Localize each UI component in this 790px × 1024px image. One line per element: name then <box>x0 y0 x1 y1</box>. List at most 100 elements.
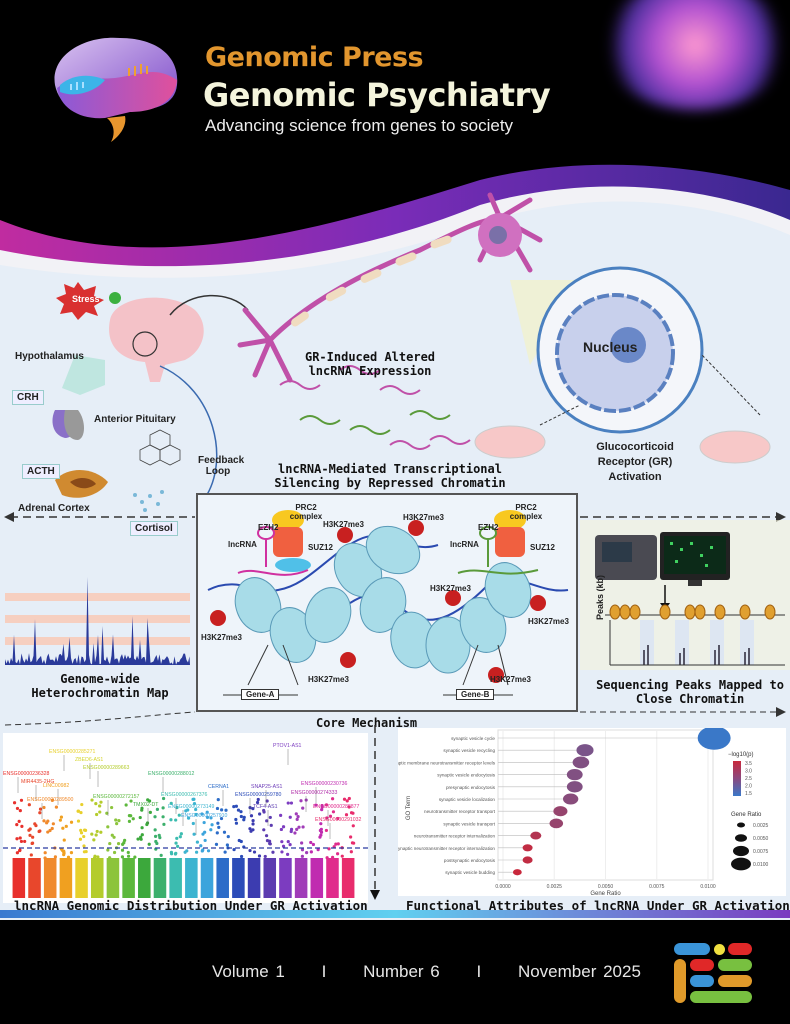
data-point <box>42 819 46 823</box>
gene-label: MIR4435-2HG <box>21 779 54 785</box>
data-point <box>148 810 152 814</box>
data-point <box>194 807 198 812</box>
feedback-loop-label: Feedback Loop <box>198 455 245 477</box>
lollipop-point <box>572 756 590 769</box>
data-point <box>267 839 272 843</box>
lollipop-point <box>553 806 568 817</box>
data-point <box>203 838 207 843</box>
data-point <box>161 806 165 810</box>
data-point <box>220 808 224 812</box>
data-point <box>265 819 269 823</box>
lncrna-right-label: lncRNA <box>450 540 479 549</box>
data-point <box>249 814 254 818</box>
separator: I <box>321 962 327 981</box>
prc2-right-label: PRC2 complex <box>509 503 543 521</box>
data-point <box>320 805 324 809</box>
data-point <box>239 814 243 819</box>
color-legend-title: −log10(p) <box>728 752 754 758</box>
prc2-complex-right-icon <box>494 510 526 557</box>
go-term-label: neurotransmitter receptor internalizatio… <box>414 834 496 839</box>
data-point <box>59 815 64 819</box>
go-term-label: postsynaptic neurotransmitter receptor i… <box>398 846 495 851</box>
data-point <box>319 822 323 826</box>
size-legend-title: Gene Ratio <box>731 812 762 818</box>
data-point <box>288 843 292 847</box>
data-point <box>325 856 329 860</box>
data-point <box>305 851 309 855</box>
data-point <box>174 841 178 845</box>
chromosome-column <box>294 858 308 898</box>
data-point <box>185 849 189 853</box>
dashed-divider-arrows <box>4 512 786 522</box>
chromosome-column <box>75 858 88 898</box>
gene-label: ENSG00000272157 <box>93 794 140 800</box>
chromosome-column <box>200 858 214 898</box>
data-point <box>252 850 257 854</box>
suz12-right-label: SUZ12 <box>530 543 555 552</box>
data-point <box>50 798 54 802</box>
data-point <box>268 815 272 820</box>
gene-label: ENSG00000288012 <box>148 771 195 777</box>
data-point <box>46 819 50 823</box>
data-point <box>82 844 86 848</box>
data-point <box>210 823 214 827</box>
data-point <box>336 842 340 846</box>
data-point <box>239 854 244 859</box>
data-point <box>279 827 283 832</box>
data-point <box>234 817 238 822</box>
data-point <box>342 797 347 801</box>
gene-label: TMX02-DT <box>133 802 159 808</box>
data-point <box>122 841 126 845</box>
data-point <box>262 828 266 832</box>
data-point <box>155 807 160 812</box>
data-point <box>324 803 329 807</box>
data-point <box>239 810 243 814</box>
data-point <box>15 837 19 841</box>
data-point <box>214 842 219 846</box>
data-point <box>69 820 74 824</box>
data-point <box>64 824 68 828</box>
data-point <box>124 803 128 807</box>
go-term-label: synaptic vesicle endocytosis <box>437 773 495 778</box>
data-point <box>76 809 80 813</box>
stress-burst-icon <box>56 282 104 320</box>
gr-induced-caption: GR-Induced Altered lncRNA Expression <box>304 350 436 378</box>
data-point <box>62 850 66 854</box>
chromosome-column <box>153 858 167 898</box>
manhattan-caption: lncRNA Genomic Distribution Under GR Act… <box>14 898 368 913</box>
data-point <box>69 851 74 855</box>
data-point <box>161 796 166 801</box>
data-point <box>232 847 236 852</box>
data-point <box>53 855 57 859</box>
color-legend-tick: 2.0 <box>745 784 752 790</box>
data-point <box>224 808 228 812</box>
data-point <box>263 854 267 859</box>
go-term-label: regulation of postsynaptic membrane neur… <box>398 760 496 765</box>
data-point <box>179 832 183 836</box>
data-point <box>12 801 17 805</box>
data-point <box>98 810 102 814</box>
data-point <box>223 850 227 854</box>
data-point <box>127 819 132 823</box>
color-legend-tick: 2.5 <box>745 776 752 782</box>
data-point <box>335 852 340 856</box>
data-point <box>126 850 130 855</box>
data-point <box>120 848 125 852</box>
gene-label: ZBED6-AS1 <box>75 757 103 763</box>
go-term-label: synaptic vesicle cycle <box>451 736 495 741</box>
number-label: Number 6 <box>363 962 440 981</box>
x-tick-label: 0.0075 <box>649 884 665 890</box>
data-point <box>15 823 19 827</box>
data-point <box>139 835 143 839</box>
chromosome-column <box>216 858 229 898</box>
data-point <box>300 848 305 852</box>
chromosome-column <box>43 858 57 898</box>
h3k27me3-label: H3K27me3 <box>308 675 349 684</box>
data-point <box>18 836 22 840</box>
gene-label: ENSG00000259780 <box>235 792 282 798</box>
data-point <box>299 799 303 803</box>
data-point <box>216 821 220 825</box>
heterochromatin-caption: Genome-wide Heterochromatin Map <box>31 672 169 700</box>
